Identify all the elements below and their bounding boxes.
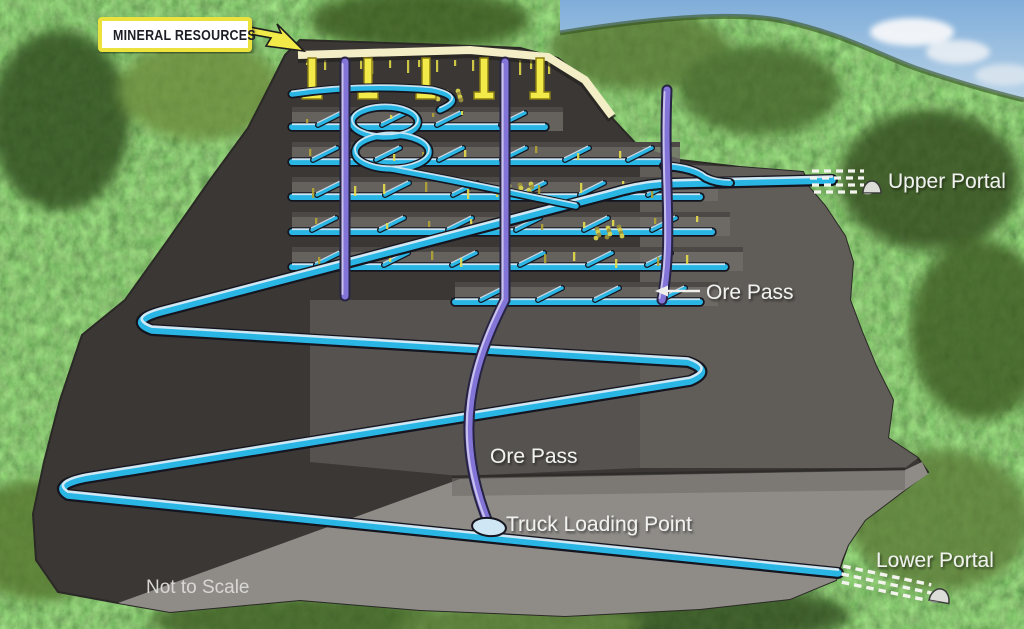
upper-portal-dashes — [810, 169, 864, 194]
ore-pass-1 — [339, 56, 351, 302]
ore-pass-upper-annotation: Ore Pass — [655, 281, 794, 304]
mineral-resources-label: MINERAL RESOURCES — [113, 27, 256, 43]
upper-portal-group: Upper Portal — [810, 169, 1006, 195]
spiral-ramp — [287, 83, 581, 211]
ridge-line — [559, 13, 1024, 103]
ore-pass-3 — [656, 84, 674, 306]
portal-junction-link — [659, 161, 735, 188]
lower-portal-label: Lower Portal — [876, 549, 994, 572]
rock-mid-panel-right — [640, 163, 918, 468]
ore-pass-2 — [463, 56, 511, 528]
ore-pass-mid-label: Ore Pass — [490, 445, 578, 468]
mineral-resources-callout: MINERAL RESOURCES — [98, 17, 307, 53]
mineral-resources-zone — [297, 45, 616, 122]
clouds — [870, 18, 1024, 86]
floor-level-line — [451, 467, 906, 479]
lower-portal-group: Lower Portal — [841, 549, 994, 605]
not-to-scale-label: Not to Scale — [146, 577, 250, 598]
ore-pass-upper-label: Ore Pass — [706, 281, 794, 304]
ore-passes — [339, 56, 674, 538]
top-sill — [297, 45, 616, 119]
truck-loading-point-label: Truck Loading Point — [506, 513, 692, 536]
lower-portal-arch-icon — [928, 588, 950, 605]
callout-box — [98, 17, 252, 52]
floor-band — [452, 470, 905, 496]
upper-portal-label: Upper Portal — [888, 170, 1006, 193]
decline-ramp — [57, 174, 844, 579]
truck-loading-chamber — [471, 516, 507, 538]
lower-portal-dashes — [841, 564, 932, 602]
ramp-core — [59, 176, 842, 577]
callout-arrow — [249, 23, 307, 53]
ramp-highlight — [61, 175, 840, 571]
upper-portal-arch-icon — [862, 180, 882, 195]
ore-pass-arrowhead — [655, 285, 668, 297]
